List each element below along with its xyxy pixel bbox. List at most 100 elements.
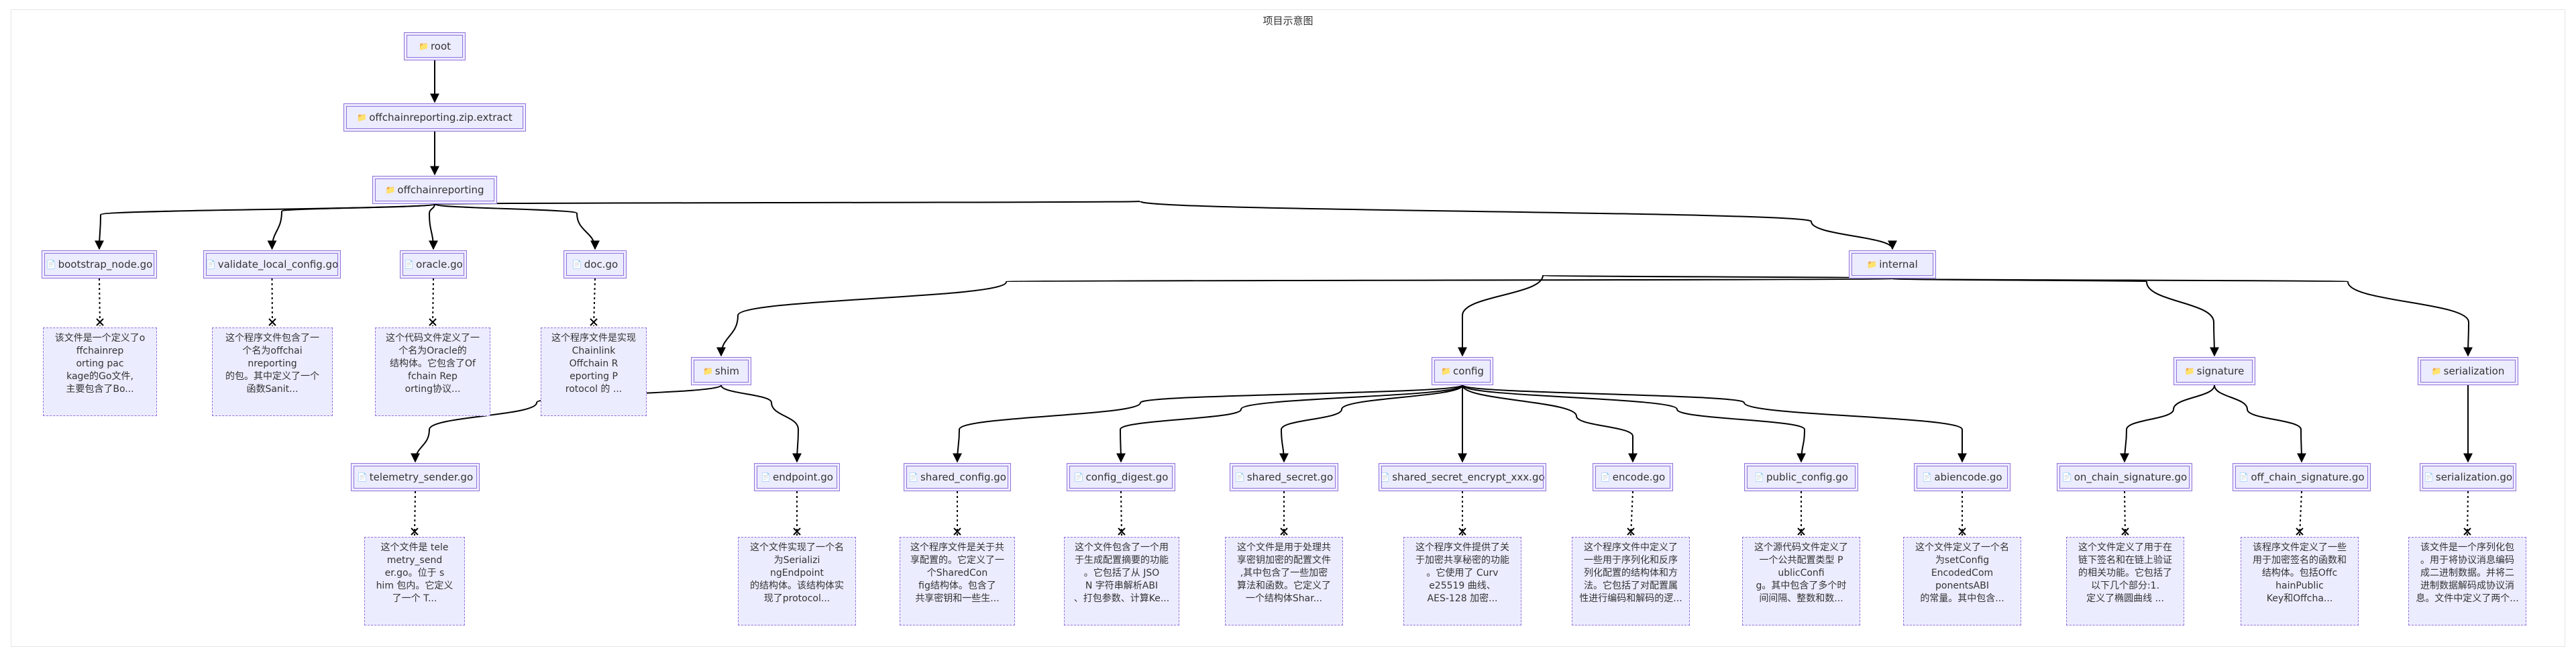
cross-end-icon xyxy=(429,318,437,326)
file-icon: 📄 xyxy=(205,260,216,269)
node-config-digest[interactable]: 📄config_digest.go xyxy=(1067,463,1175,491)
diagram-title: 项目示意图 xyxy=(1263,15,1313,27)
file-icon: 📄 xyxy=(404,260,415,269)
note-n-oracle: 这个代码文件定义了一 个名为Oracle的 结构体。它包含了Of fchain … xyxy=(375,328,490,416)
diagram-frame xyxy=(11,9,2565,647)
file-icon: 📄 xyxy=(2423,472,2434,482)
edge-internal-signature xyxy=(1892,278,2219,357)
node-label: config_digest.go xyxy=(1085,471,1169,483)
note-n-serialization: 该文件是一个序列化包 。用于将协议消息编码 成二进制数据。并将二 进制数据解码成… xyxy=(2408,537,2526,625)
node-internal[interactable]: 📁internal xyxy=(1849,250,1936,279)
cross-end-icon xyxy=(1280,527,1288,536)
node-shared-config[interactable]: 📄shared_config.go xyxy=(904,463,1011,491)
node-label: offchainreporting.zip.extract xyxy=(369,111,513,123)
note-n-telemetry: 这个文件是 tele metry_send er.go。位于 s him 包内。… xyxy=(364,537,465,625)
edge-ocr-internal xyxy=(434,199,1897,250)
file-icon: 📄 xyxy=(908,472,918,482)
cross-end-icon xyxy=(590,318,598,326)
node-shim[interactable]: 📁shim xyxy=(691,357,751,385)
node-endpoint[interactable]: 📄endpoint.go xyxy=(754,463,840,491)
node-label: config xyxy=(1453,365,1484,377)
note-n-off-chain: 该程序文件定义了一些 用于加密签名的函数和 结构体。包括Offc hainPub… xyxy=(2241,537,2359,625)
note-n-bootstrap: 该文件是一个定义了o ffchainrep orting pac kage的Go… xyxy=(43,328,157,416)
node-off-chain[interactable]: 📄off_chain_signature.go xyxy=(2233,463,2371,491)
edge-ocr-validate xyxy=(267,203,435,250)
cross-end-icon xyxy=(1118,527,1126,536)
note-link-config_digest xyxy=(1120,491,1122,536)
cross-end-icon xyxy=(1797,527,1805,536)
node-zip[interactable]: 📁offchainreporting.zip.extract xyxy=(343,103,526,132)
folder-icon: 📁 xyxy=(2431,366,2442,376)
folder-icon: 📁 xyxy=(385,185,396,195)
node-label: telemetry_sender.go xyxy=(369,471,474,483)
folder-icon: 📁 xyxy=(702,366,713,376)
node-label: shared_secret_encrypt_xxx.go xyxy=(1392,471,1545,483)
node-label: off_chain_signature.go xyxy=(2251,471,2365,483)
file-icon: 📄 xyxy=(1922,472,1933,482)
note-link-bootstrap xyxy=(99,278,101,327)
node-abiencode[interactable]: 📄abiencode.go xyxy=(1914,463,2010,491)
folder-icon: 📁 xyxy=(1441,366,1452,376)
node-on-chain[interactable]: 📄on_chain_signature.go xyxy=(2057,463,2192,491)
node-label: doc.go xyxy=(584,258,619,270)
cross-end-icon xyxy=(953,527,961,536)
note-n-shared-config: 这个程序文件是关于共 享配置的。它定义了一 个SharedCon fig结构体。… xyxy=(900,537,1015,625)
file-icon: 📄 xyxy=(2061,472,2072,482)
node-label: signature xyxy=(2196,365,2245,377)
file-icon: 📄 xyxy=(1234,472,1245,482)
edge-config-public_config xyxy=(1462,385,1807,463)
edge-config-config_digest xyxy=(1116,385,1463,463)
node-validate[interactable]: 📄validate_local_config.go xyxy=(203,250,341,279)
file-icon: 📄 xyxy=(572,260,582,269)
node-serialization[interactable]: 📁serialization xyxy=(2418,357,2518,385)
note-n-sse: 这个程序文件提供了关 于加密共享秘密的功能 。它使用了 Curv e25519 … xyxy=(1403,537,1521,625)
folder-icon: 📁 xyxy=(2184,366,2195,376)
node-signature[interactable]: 📁signature xyxy=(2174,357,2255,385)
node-label: public_config.go xyxy=(1766,471,1848,483)
cross-end-icon xyxy=(2121,527,2129,536)
folder-icon: 📁 xyxy=(418,42,429,51)
cross-end-icon xyxy=(2296,527,2304,536)
node-serialization-go[interactable]: 📄serialization.go xyxy=(2420,463,2516,491)
note-link-validate xyxy=(271,278,273,327)
node-label: shared_config.go xyxy=(920,471,1006,483)
edge-internal-config xyxy=(1458,274,1893,357)
edge-config-abiencode xyxy=(1462,385,1967,463)
cross-end-icon xyxy=(96,318,104,326)
node-label: abiencode.go xyxy=(1934,471,2002,483)
edge-ocr-doc xyxy=(434,203,600,250)
node-root[interactable]: 📁root xyxy=(404,32,466,60)
node-label: oracle.go xyxy=(416,258,463,270)
node-label: root xyxy=(430,40,451,52)
edge-ocr-bootstrap xyxy=(95,203,435,250)
file-icon: 📄 xyxy=(1073,472,1084,482)
edge-shim-telemetry xyxy=(411,385,722,463)
node-oracle[interactable]: 📄oracle.go xyxy=(400,250,467,279)
node-bootstrap[interactable]: 📄bootstrap_node.go xyxy=(42,250,157,279)
note-n-abiencode: 这个文件定义了一个名 为setConfig EncodedCom ponents… xyxy=(1903,537,2021,625)
node-label: validate_local_config.go xyxy=(217,258,339,270)
node-ocr[interactable]: 📁offchainreporting xyxy=(372,176,497,204)
cross-end-icon xyxy=(1627,527,1635,536)
cross-end-icon xyxy=(411,527,419,536)
note-n-public-config: 这个源代码文件定义了 一个公共配置类型 P ublicConfi g。其中包含了… xyxy=(1742,537,1860,625)
node-sse[interactable]: 📄shared_secret_encrypt_xxx.go xyxy=(1379,463,1546,491)
edge-internal-shim xyxy=(716,278,1893,357)
edge-internal-serialization xyxy=(1892,278,2473,357)
node-doc[interactable]: 📄doc.go xyxy=(564,250,627,279)
node-shared-secret[interactable]: 📄shared_secret.go xyxy=(1230,463,1338,491)
cross-end-icon xyxy=(268,318,276,326)
note-n-encode: 这个程序文件中定义了 一些用于序列化和反序 列化配置的结构体和方 法。它包括了对… xyxy=(1572,537,1690,625)
file-icon: 📄 xyxy=(761,472,771,482)
node-label: shim xyxy=(714,365,740,377)
node-public-config[interactable]: 📄public_config.go xyxy=(1744,463,1858,491)
cross-end-icon xyxy=(2463,527,2471,536)
node-encode[interactable]: 📄encode.go xyxy=(1593,463,1673,491)
edge-shim-endpoint xyxy=(720,385,802,463)
edge-config-encode xyxy=(1462,385,1638,463)
cross-end-icon xyxy=(1458,527,1466,536)
node-label: serialization xyxy=(2443,365,2505,377)
node-telemetry[interactable]: 📄telemetry_sender.go xyxy=(351,463,480,491)
node-config[interactable]: 📁config xyxy=(1432,357,1493,385)
